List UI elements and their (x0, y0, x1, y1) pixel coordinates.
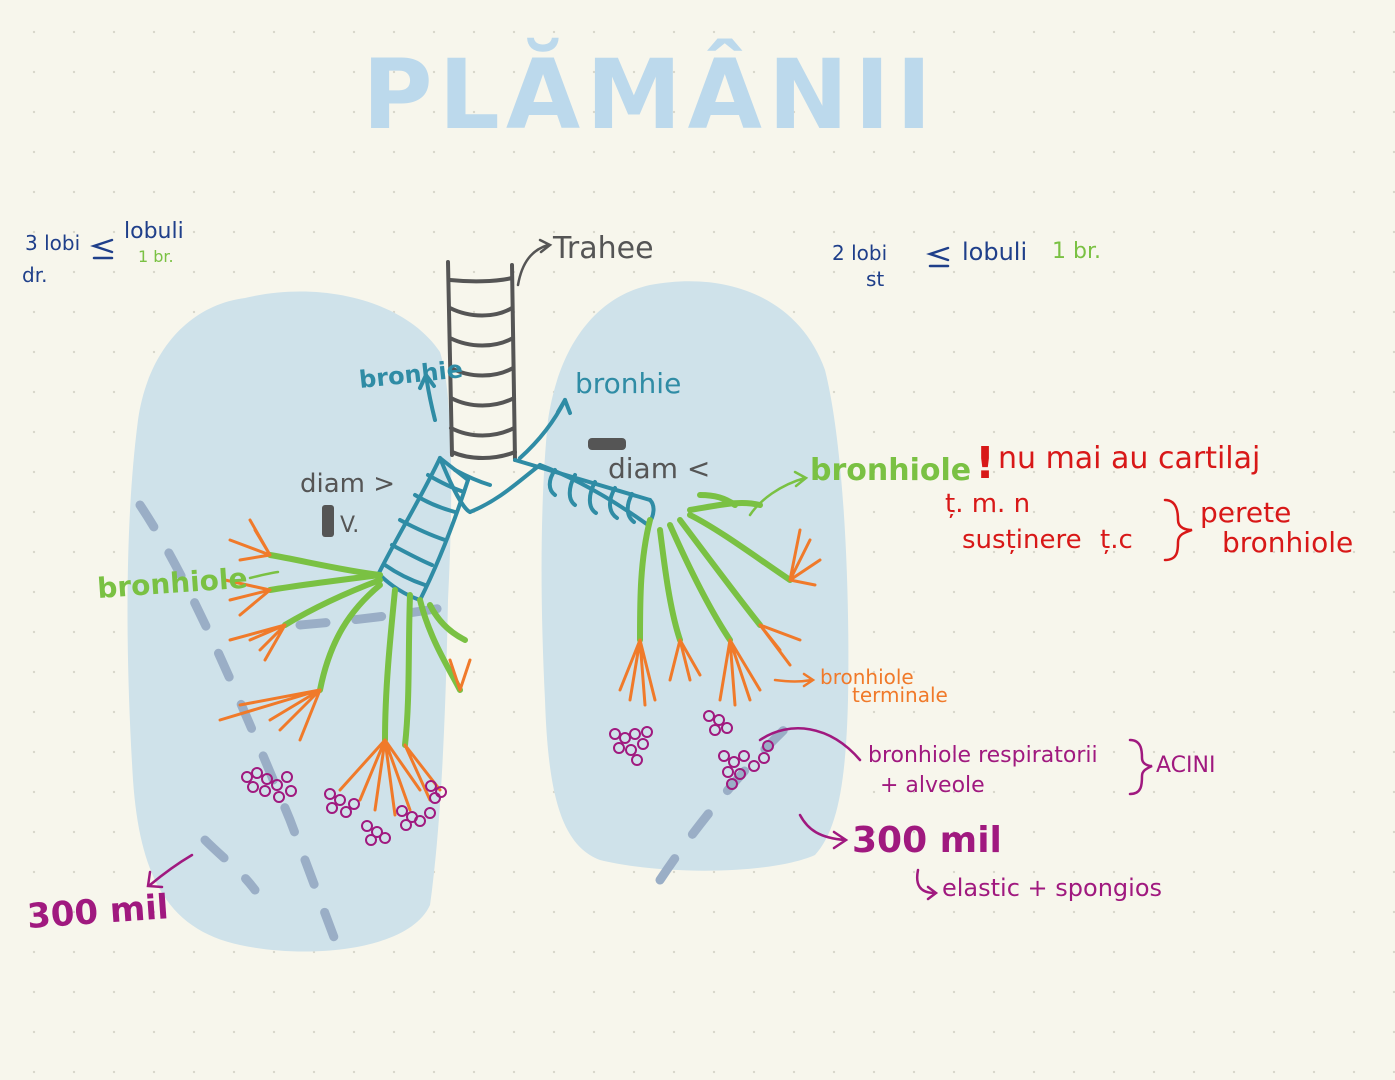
label-perete: perete (1200, 496, 1291, 529)
label-acini: ACINI (1156, 753, 1215, 778)
diam-overline-mark (588, 438, 626, 450)
label-respiratorii: bronhiole respiratorii (868, 743, 1098, 768)
right-fissure-oblique (135, 500, 340, 945)
mil-left-arrow (146, 853, 194, 889)
label-left-lobes: 2 lobi (832, 241, 887, 265)
terminal-bronchioles-left-lung (618, 528, 822, 707)
label-right-lobes: 3 lobi (25, 231, 80, 255)
label-tmn: ț. m. n (945, 489, 1030, 519)
label-diam-less: diam < (608, 452, 710, 485)
label-bronhie-left-lung: bronhie (575, 367, 681, 400)
label-no-cartilage: nu mai au cartilaj (998, 441, 1260, 476)
bronchioles-left-lung (637, 492, 793, 643)
acini-cluster (324, 788, 360, 818)
label-300-mil-left: 300 mil (26, 887, 170, 937)
label-terminale-line2: terminale (852, 683, 948, 707)
trahee-arrow (516, 238, 553, 287)
acini-cluster (425, 780, 447, 804)
acini-brace (1128, 738, 1153, 796)
lobuli-right-symbol (90, 238, 114, 260)
page-title: PLĂMÂNII (362, 37, 937, 151)
bronhiole-left-arrow (248, 570, 280, 580)
elastic-arrow (916, 868, 939, 901)
label-diam-greater: diam > (300, 469, 395, 499)
acini-clusters (241, 710, 774, 846)
acini-cluster (703, 710, 733, 736)
label-right-side: dr. (22, 263, 47, 287)
perete-brace (1163, 498, 1193, 562)
acini-cluster (396, 805, 436, 831)
label-alveole: + alveole (880, 773, 985, 798)
label-right-lobuli-br: 1 br. (138, 247, 174, 266)
label-300-mil-right: 300 mil (852, 820, 1002, 861)
acini-cluster (241, 767, 297, 803)
terminale-arrow (773, 672, 816, 688)
label-roman-v: V. (340, 513, 359, 538)
right-fissure-horizontal (295, 600, 465, 630)
label-perete-bronhiole: bronhiole (1222, 526, 1353, 559)
label-terminale-line1: bronhiole (820, 665, 914, 689)
acini-cluster (361, 820, 391, 846)
diam-bar-mark (322, 505, 334, 537)
acini-cluster (718, 740, 774, 790)
lobuli-left-symbol (926, 246, 950, 268)
label-left-lobuli-br: 1 br. (1052, 239, 1101, 264)
label-sustinere: susținere (962, 525, 1082, 555)
right-fissure-lower (200, 835, 260, 895)
label-elastic: elastic + spongios (942, 874, 1162, 902)
label-bronhiole-left-lung: bronhiole (810, 453, 971, 488)
label-left-lobuli: lobuli (962, 238, 1027, 266)
main-bronchi (376, 373, 656, 602)
acini-cluster (609, 726, 653, 766)
label-right-lobuli: lobuli (124, 219, 184, 244)
exclamation-mark: ! (975, 438, 995, 489)
trachea (446, 260, 517, 462)
label-left-side: st (866, 267, 884, 291)
label-tc: ț.c (1100, 525, 1133, 555)
bronhiole-right-arrow (748, 470, 809, 517)
label-trahee: Trahee (552, 231, 654, 266)
mil-right-arrow (798, 813, 849, 850)
respiratorii-connector (758, 727, 862, 762)
